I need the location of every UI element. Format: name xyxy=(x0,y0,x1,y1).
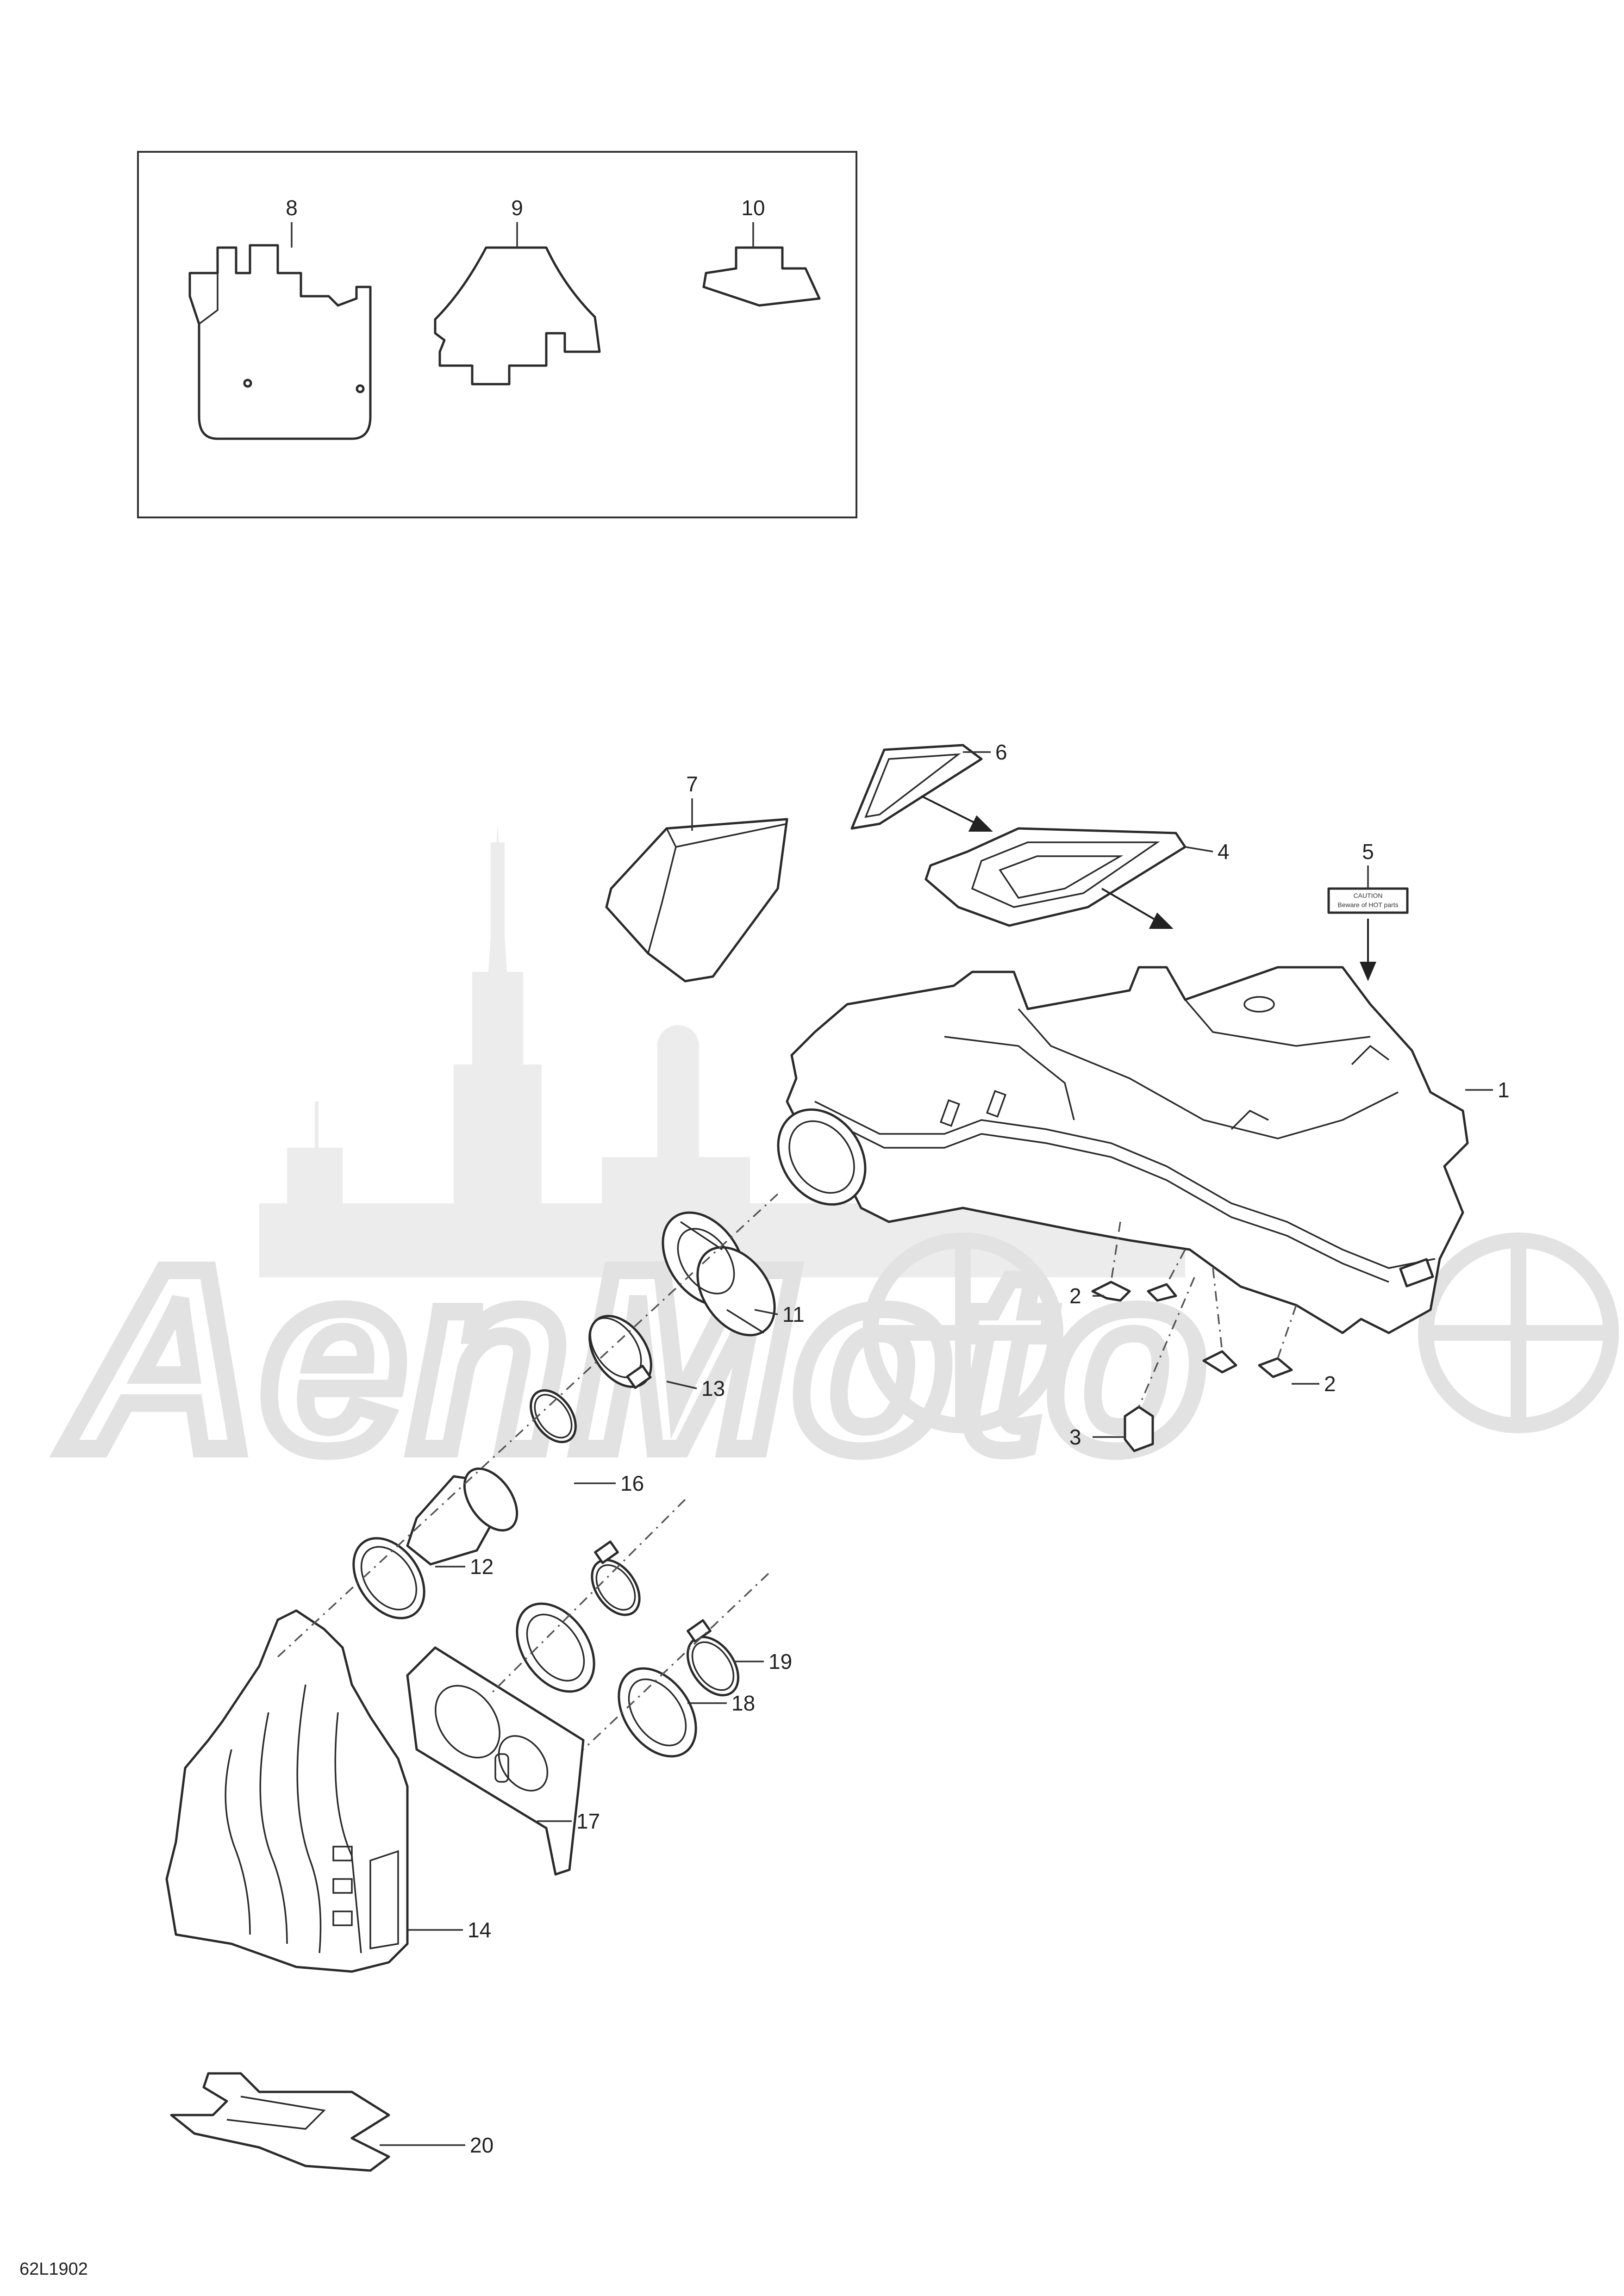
callout-12: 12 xyxy=(470,1555,493,1579)
silencer-housing-14 xyxy=(165,1609,409,1973)
callout-11: 11 xyxy=(782,1302,805,1326)
callout-2b: 2 xyxy=(1324,1372,1336,1396)
screen-frame-6 xyxy=(850,744,983,830)
decal-line-2: Beware of HOT parts xyxy=(1337,901,1398,908)
airbox-housing-1 xyxy=(777,966,1469,1334)
coupler-18 xyxy=(618,1667,697,1758)
callout-13: 13 xyxy=(701,1376,725,1400)
callout-16: 16 xyxy=(620,1471,644,1495)
drawing-code: 62L1902 xyxy=(19,2259,88,2279)
callout-labels: 8 9 10 7 6 4 5 1 2 2 3 11 13 16 12 19 18… xyxy=(286,196,1509,2157)
pad-9 xyxy=(434,246,601,386)
caution-decal-5: CAUTION Beware of HOT parts xyxy=(1327,887,1409,914)
assembly-axes xyxy=(277,1193,1297,1750)
callout-17: 17 xyxy=(576,1809,600,1833)
assembly-arrows xyxy=(921,795,1377,982)
callout-7: 7 xyxy=(686,772,698,796)
clamp-upper xyxy=(591,1540,641,1616)
foam-element-7 xyxy=(605,818,788,983)
callout-8: 8 xyxy=(286,196,298,220)
clip-2b xyxy=(1202,1350,1293,1378)
callout-2a: 2 xyxy=(1069,1284,1081,1308)
inlet-adaptor-11 xyxy=(662,1211,776,1337)
intake-duct-12 xyxy=(352,1467,518,1619)
watermark-wheel-icon xyxy=(862,1232,1619,1433)
callout-14: 14 xyxy=(468,1918,491,1942)
callout-9: 9 xyxy=(511,196,523,220)
callout-18: 18 xyxy=(731,1691,755,1715)
pad-20 xyxy=(170,2072,390,2172)
filter-cover-4 xyxy=(924,827,1187,927)
pad-8 xyxy=(188,244,372,440)
watermark: AenMoto xyxy=(53,824,1619,1512)
decal-line-1: CAUTION xyxy=(1354,892,1383,899)
callout-6: 6 xyxy=(995,740,1007,764)
callout-4: 4 xyxy=(1218,840,1230,864)
clamp-19 xyxy=(686,1619,740,1697)
leader-lines xyxy=(291,222,1493,2146)
callout-20: 20 xyxy=(470,2133,493,2157)
callout-5: 5 xyxy=(1362,840,1374,864)
callout-3: 3 xyxy=(1069,1425,1081,1449)
plate-17 xyxy=(406,1646,585,1876)
inset-frame xyxy=(137,151,857,518)
damper-3 xyxy=(1124,1406,1154,1452)
callout-1: 1 xyxy=(1498,1078,1510,1102)
clamp-13 xyxy=(588,1315,652,1389)
callout-19: 19 xyxy=(768,1649,792,1674)
o-ring-16 xyxy=(530,1389,577,1444)
callout-10: 10 xyxy=(741,196,765,220)
pad-10 xyxy=(702,246,821,307)
coupler-upper xyxy=(516,1602,595,1693)
